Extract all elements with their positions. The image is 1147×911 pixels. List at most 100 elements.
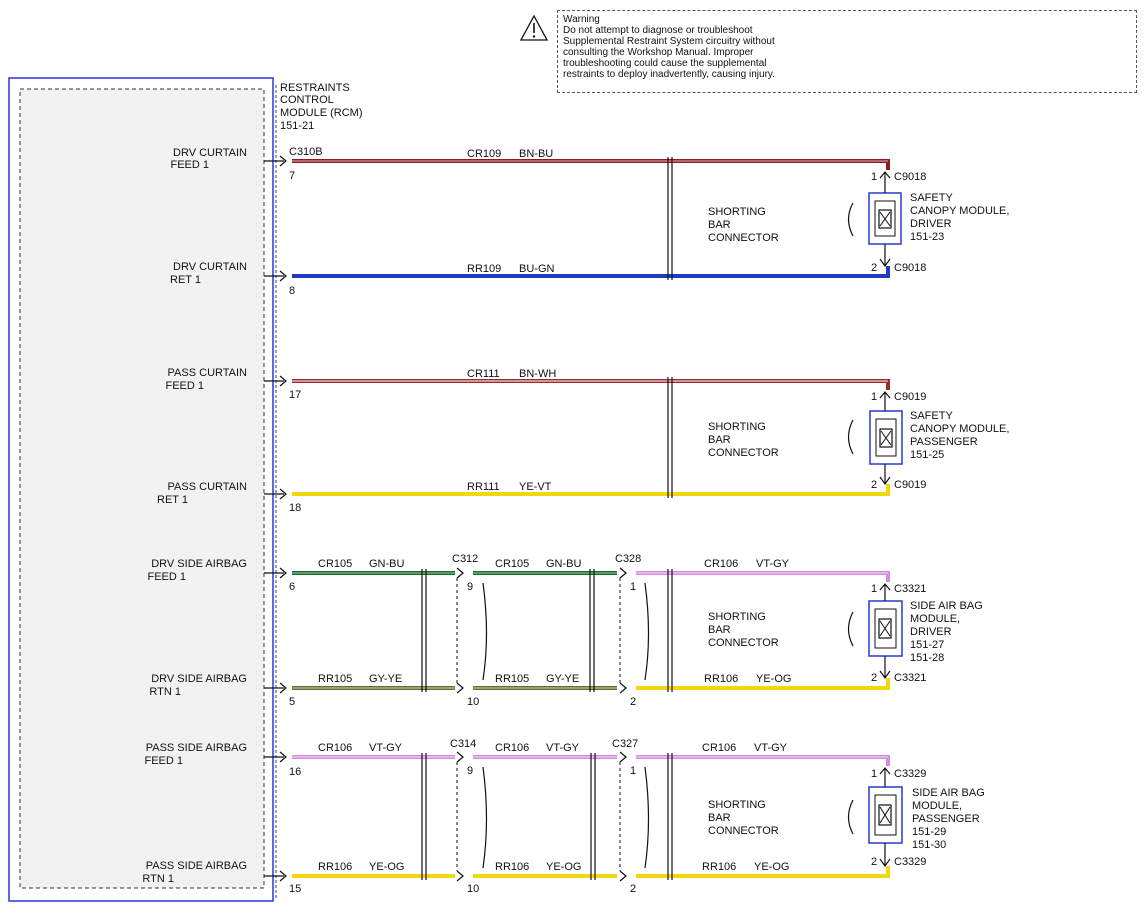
- circuit-label: RR105: [318, 673, 352, 685]
- component-name-line: 151-28: [910, 652, 944, 664]
- component-name-line: SIDE AIR BAG: [912, 787, 985, 799]
- pin-label: PASS SIDE AIRBAG: [146, 860, 247, 872]
- circuit-label: RR106: [704, 673, 738, 685]
- pin-number: 7: [289, 170, 295, 182]
- component-name-line: MODULE,: [912, 800, 962, 812]
- circuit-label: RR105: [495, 673, 529, 685]
- wire-color-label: YE-OG: [754, 861, 789, 873]
- wire-color-label: YE-VT: [519, 481, 552, 493]
- circuit-label: RR111: [467, 481, 500, 493]
- component-driver-canopy[interactable]: [847, 171, 902, 268]
- rcm-connector-id: C310B: [289, 146, 323, 158]
- pin-label: PASS SIDE AIRBAG: [146, 742, 247, 754]
- shorting-bar-label: BAR: [708, 624, 731, 636]
- inline-connector-pin: 9: [467, 765, 473, 777]
- component-name-line: MODULE,: [910, 613, 960, 625]
- wire-cr109[interactable]: [292, 159, 890, 170]
- wire-rr111[interactable]: [292, 484, 890, 496]
- pin-number: 16: [289, 766, 301, 778]
- component-pin: 2: [871, 856, 877, 868]
- wire-color-label: VT-GY: [754, 742, 788, 754]
- component-passenger-canopy[interactable]: [847, 391, 903, 486]
- pin-label: DRV SIDE AIRBAG: [151, 558, 247, 570]
- module-label-line: CONTROL: [280, 94, 334, 106]
- component-passenger-side-airbag[interactable]: [847, 767, 903, 868]
- pin-label: DRV SIDE AIRBAG: [151, 673, 247, 685]
- wire-color-label: VT-GY: [369, 742, 403, 754]
- pin-label: FEED 1: [147, 571, 186, 583]
- wire-rr106-d[interactable]: [636, 866, 890, 878]
- pin-label: DRV CURTAIN: [173, 147, 247, 159]
- shorting-bar-label: CONNECTOR: [708, 825, 779, 837]
- component-name-line: 151-29: [912, 826, 946, 838]
- component-driver-side-airbag[interactable]: [847, 583, 903, 680]
- inline-connector-pin: 10: [467, 696, 479, 708]
- warning-box: Warning Do not attempt to diagnose or tr…: [557, 10, 1137, 93]
- pin-label: DRV CURTAIN: [173, 261, 247, 273]
- pin-label: PASS CURTAIN: [168, 481, 248, 493]
- component-name-line: DRIVER: [910, 626, 952, 638]
- wire-cr106-d[interactable]: [636, 755, 890, 766]
- module-label-line: MODULE (RCM): [280, 107, 363, 119]
- rcm-module-body[interactable]: [19, 88, 265, 889]
- inline-connector-id: C328: [615, 553, 641, 565]
- component-name-line: 151-25: [910, 449, 944, 461]
- wire-color-label: YE-OG: [546, 861, 581, 873]
- warning-line: Do not attempt to diagnose or troublesho…: [563, 25, 753, 36]
- pin-label: RET 1: [157, 494, 188, 506]
- circuit-label: CR106: [704, 558, 738, 570]
- warning-text: Warning Do not attempt to diagnose or tr…: [563, 14, 775, 80]
- inline-connector-pin: 10: [467, 883, 479, 895]
- warning-line: restraints to deploy inadvertently, caus…: [563, 69, 775, 80]
- pin-label: FEED 1: [144, 755, 183, 767]
- module-label-line: 151-21: [280, 120, 314, 132]
- component-connector-id: C3329: [894, 768, 926, 780]
- circuit-label: RR106: [318, 861, 352, 873]
- wire-rr106-a[interactable]: [636, 678, 890, 690]
- component-name-line: DRIVER: [910, 218, 952, 230]
- pin-label: PASS CURTAIN: [168, 367, 248, 379]
- shorting-bar-label: BAR: [708, 219, 731, 231]
- wire-rr109[interactable]: [292, 266, 890, 278]
- shorting-bar-label: CONNECTOR: [708, 637, 779, 649]
- component-connector-id: C9018: [894, 171, 926, 183]
- warning-line: troubleshooting could cause the suppleme…: [563, 58, 767, 69]
- inline-connector-pin: 1: [630, 765, 636, 777]
- circuit-label: CR109: [467, 148, 501, 160]
- shorting-bar-label: SHORTING: [708, 206, 766, 218]
- inline-connector-pin: 2: [630, 696, 636, 708]
- component-connector-id: C3321: [894, 672, 926, 684]
- circuit-label: RR109: [467, 263, 501, 275]
- component-pin: 2: [871, 479, 877, 491]
- pin-number: 6: [289, 581, 295, 593]
- wire-color-label: GY-YE: [369, 673, 402, 685]
- component-connector-id: C9019: [894, 391, 926, 403]
- component-name-line: SAFETY: [910, 192, 953, 204]
- pin-number: 17: [289, 389, 301, 401]
- component-name-line: PASSENGER: [910, 436, 978, 448]
- circuit-label: CR111: [467, 368, 500, 380]
- wire-cr106-a[interactable]: [636, 571, 890, 582]
- wire-color-label: GY-YE: [546, 673, 579, 685]
- shorting-bar-label: SHORTING: [708, 421, 766, 433]
- circuit-label: CR106: [495, 742, 529, 754]
- component-pin: 1: [871, 583, 877, 595]
- shorting-bar-label: CONNECTOR: [708, 232, 779, 244]
- wire-color-label: BN-BU: [519, 148, 553, 160]
- inline-connector-dashes: [456, 578, 621, 871]
- circuit-label: CR106: [318, 742, 352, 754]
- wire-cr111[interactable]: [292, 379, 890, 390]
- shorting-bar-label: BAR: [708, 812, 731, 824]
- component-name-line: 151-23: [910, 231, 944, 243]
- shorting-bar-label: SHORTING: [708, 611, 766, 623]
- component-name-line: SIDE AIR BAG: [910, 600, 983, 612]
- inline-connector-pin: 9: [467, 581, 473, 593]
- circuit-label: RR106: [495, 861, 529, 873]
- component-name-line: CANOPY MODULE,: [910, 423, 1009, 435]
- shorting-bar-label: BAR: [708, 434, 731, 446]
- wire-color-label: BU-GN: [519, 263, 555, 275]
- pin-number: 18: [289, 502, 301, 514]
- wire-color-label: VT-GY: [756, 558, 790, 570]
- inline-connector-id: C314: [450, 738, 476, 750]
